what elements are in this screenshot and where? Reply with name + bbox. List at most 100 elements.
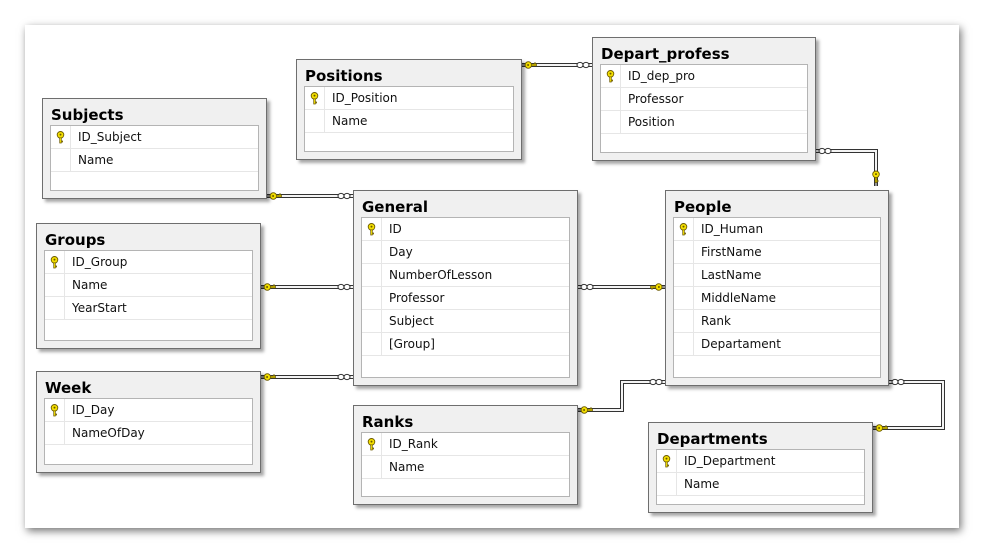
row-selector: [657, 473, 677, 495]
primary-key-icon: [662, 455, 671, 468]
column-name: Name: [78, 153, 114, 167]
column-name: YearStart: [72, 301, 127, 315]
row-selector: [674, 287, 694, 309]
column-row[interactable]: ID_dep_pro: [601, 65, 807, 88]
column-name: Name: [72, 278, 108, 292]
row-selector: [674, 264, 694, 286]
row-selector: [362, 218, 382, 240]
column-row[interactable]: ID_Department: [657, 450, 864, 473]
column-row[interactable]: ID_Position: [305, 87, 513, 110]
column-row[interactable]: NameOfDay: [45, 422, 252, 445]
column-row[interactable]: LastName: [674, 264, 880, 287]
entity-title: Week: [45, 379, 92, 397]
row-selector: [305, 110, 325, 132]
column-name: [Group]: [389, 337, 435, 351]
column-row[interactable]: ID_Group: [45, 251, 252, 274]
column-row[interactable]: FirstName: [674, 241, 880, 264]
row-selector: [362, 333, 382, 355]
column-row[interactable]: Day: [362, 241, 569, 264]
entity-title: General: [362, 198, 428, 216]
column-name: LastName: [701, 268, 762, 282]
entity-title: Depart_profess: [601, 45, 730, 63]
column-row[interactable]: ID_Rank: [362, 433, 569, 456]
column-row[interactable]: Name: [362, 456, 569, 479]
column-name: MiddleName: [701, 291, 777, 305]
column-row[interactable]: Position: [601, 111, 807, 134]
row-selector: [362, 310, 382, 332]
row-selector: [45, 399, 65, 421]
primary-key-icon: [310, 92, 319, 105]
row-selector: [601, 88, 621, 110]
column-row[interactable]: Departament: [674, 333, 880, 356]
row-selector: [362, 433, 382, 455]
column-row[interactable]: Name: [657, 473, 864, 496]
column-row[interactable]: Professor: [362, 287, 569, 310]
column-row[interactable]: YearStart: [45, 297, 252, 320]
column-name: Subject: [389, 314, 434, 328]
row-selector: [45, 297, 65, 319]
entity-title: Departments: [657, 430, 768, 448]
row-selector: [674, 241, 694, 263]
column-name: ID_Position: [332, 91, 398, 105]
entity-title: Groups: [45, 231, 106, 249]
column-row[interactable]: ID: [362, 218, 569, 241]
column-row[interactable]: ID_Day: [45, 399, 252, 422]
row-selector: [362, 287, 382, 309]
column-name: Name: [332, 114, 368, 128]
primary-key-icon: [679, 223, 688, 236]
row-selector: [601, 111, 621, 133]
column-name: Name: [684, 477, 720, 491]
column-name: NameOfDay: [72, 426, 145, 440]
column-row[interactable]: Subject: [362, 310, 569, 333]
primary-key-icon: [56, 131, 65, 144]
primary-key-icon: [606, 70, 615, 83]
row-selector: [51, 149, 71, 171]
column-row[interactable]: Name: [51, 149, 258, 172]
column-name: ID: [389, 222, 402, 236]
row-selector: [601, 65, 621, 87]
row-selector: [305, 87, 325, 109]
row-selector: [51, 126, 71, 148]
column-row[interactable]: [Group]: [362, 333, 569, 356]
column-name: Professor: [628, 92, 684, 106]
column-row[interactable]: Rank: [674, 310, 880, 333]
column-name: ID_Human: [701, 222, 764, 236]
row-selector: [657, 450, 677, 472]
row-selector: [362, 264, 382, 286]
column-row[interactable]: ID_Subject: [51, 126, 258, 149]
row-selector: [362, 456, 382, 478]
column-row[interactable]: NumberOfLesson: [362, 264, 569, 287]
column-name: FirstName: [701, 245, 762, 259]
row-selector: [674, 333, 694, 355]
column-name: Departament: [701, 337, 781, 351]
column-row[interactable]: Name: [305, 110, 513, 133]
row-selector: [674, 218, 694, 240]
column-row[interactable]: ID_Human: [674, 218, 880, 241]
column-row[interactable]: Professor: [601, 88, 807, 111]
column-row[interactable]: Name: [45, 274, 252, 297]
column-name: Position: [628, 115, 675, 129]
column-name: ID_dep_pro: [628, 69, 696, 83]
column-row[interactable]: MiddleName: [674, 287, 880, 310]
column-name: Professor: [389, 291, 445, 305]
entity-title: Positions: [305, 67, 383, 85]
row-selector: [45, 422, 65, 444]
column-name: Rank: [701, 314, 731, 328]
